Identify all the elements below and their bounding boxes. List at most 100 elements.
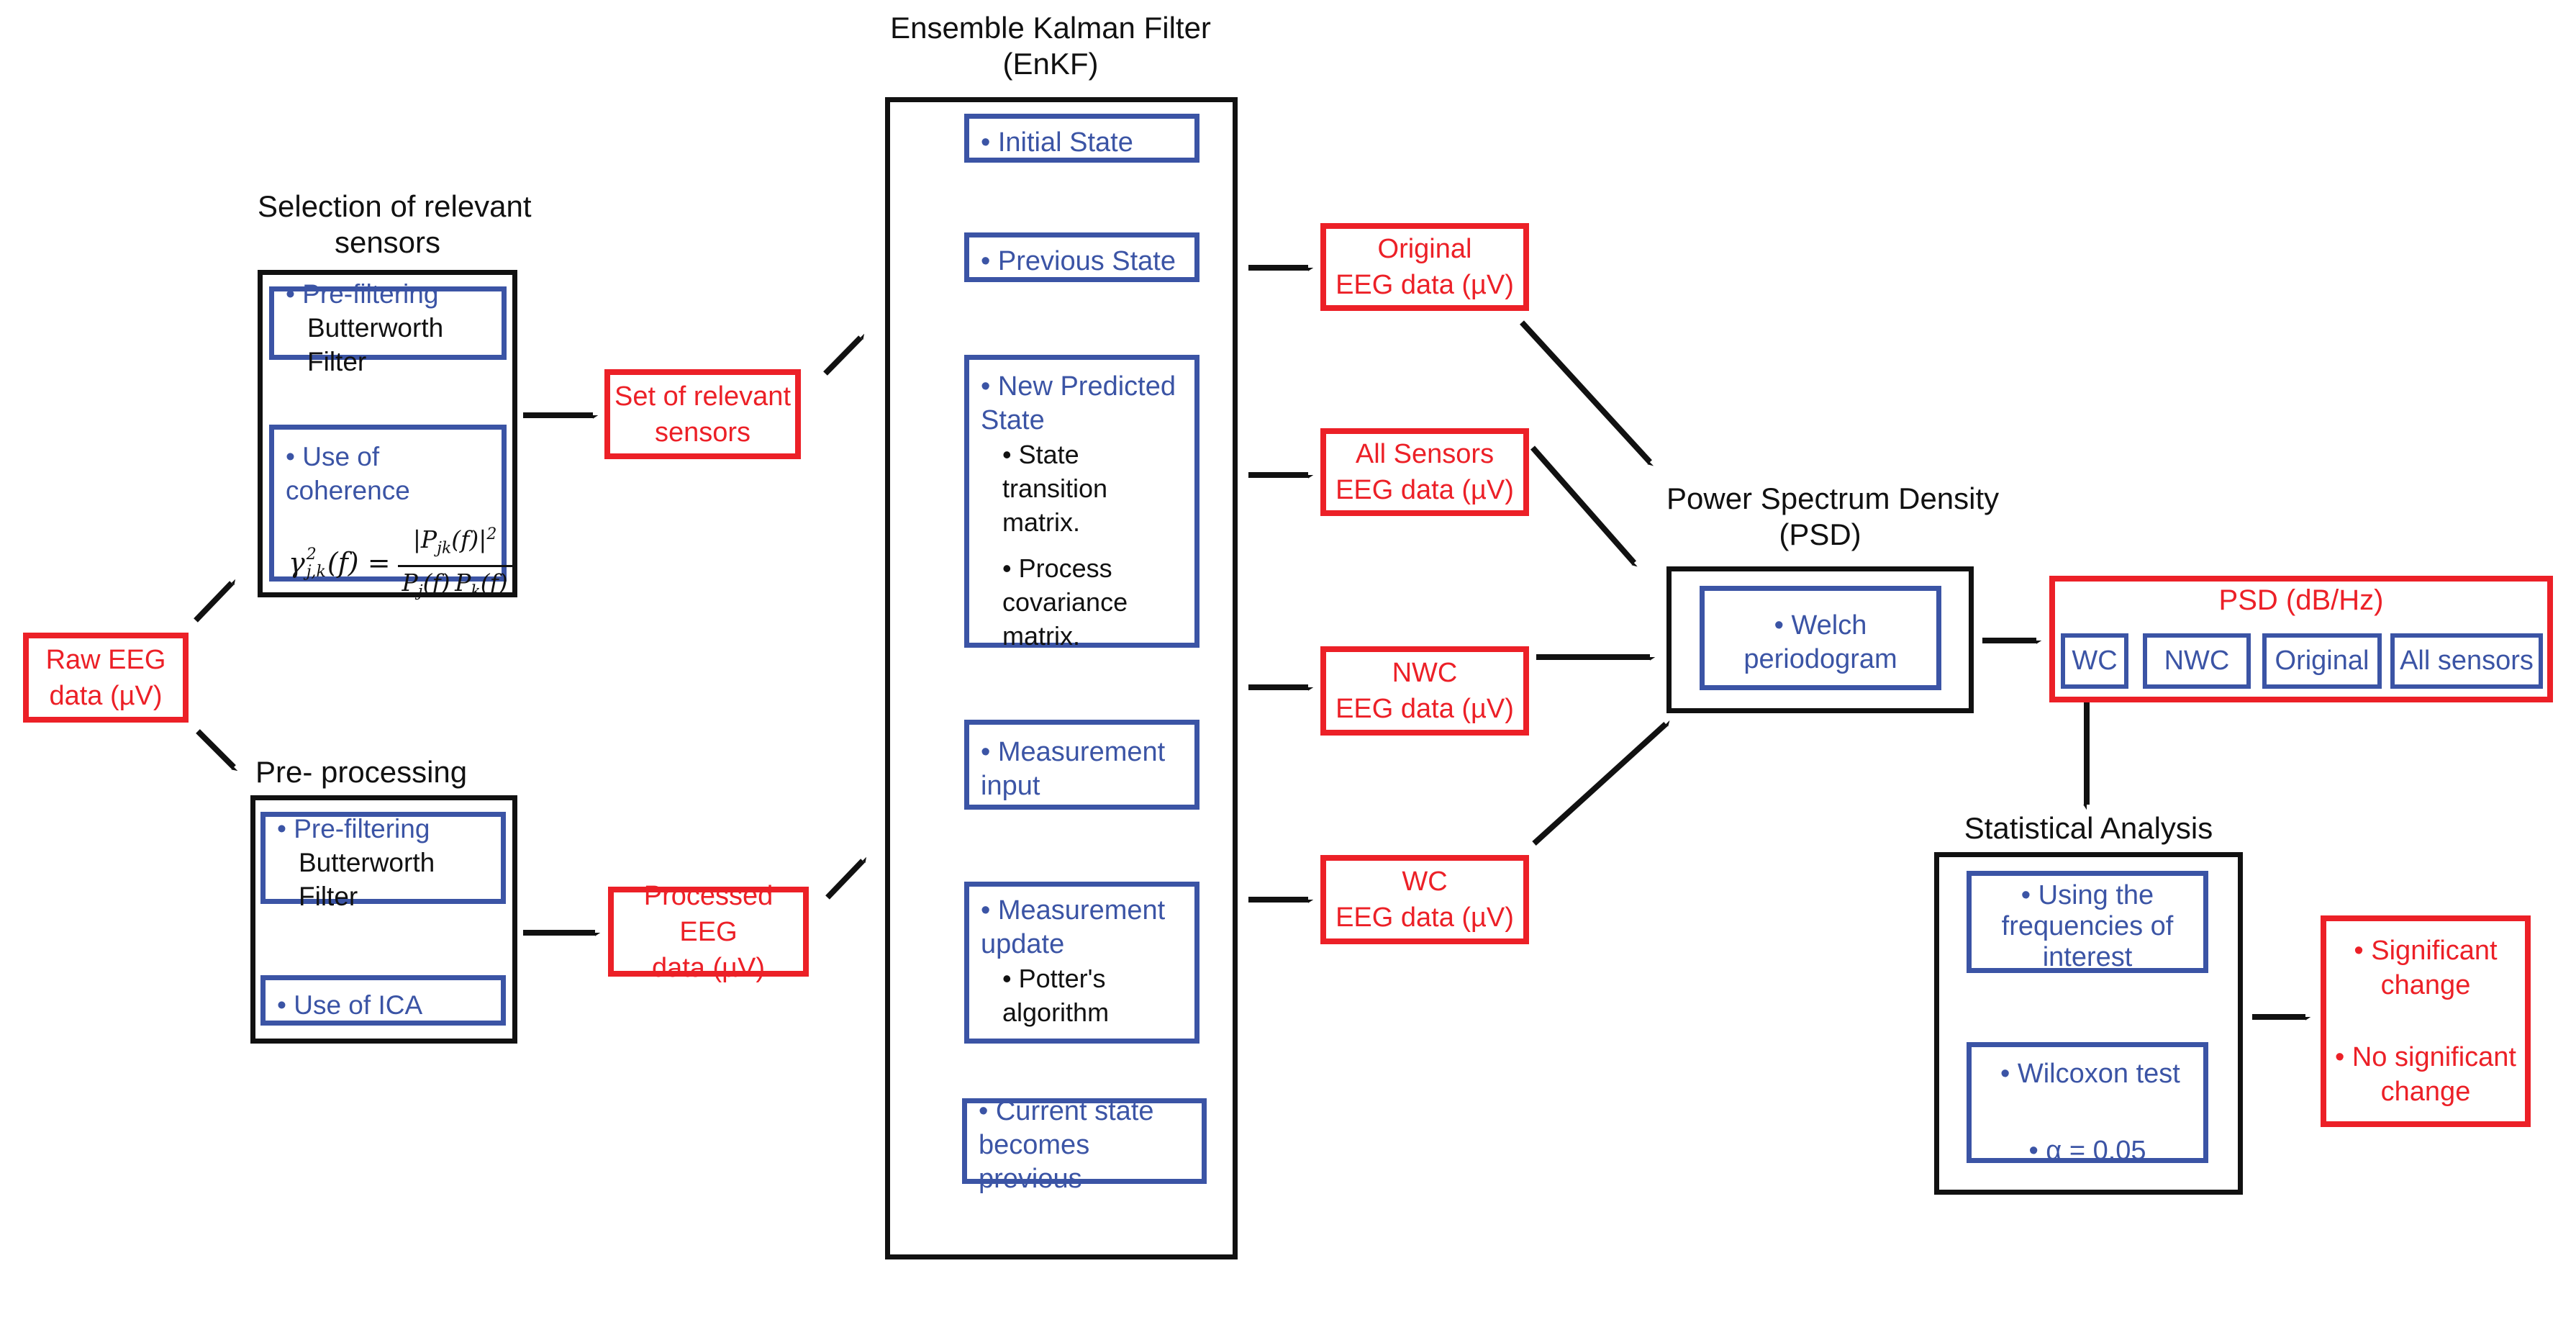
- welch-box: • Welch periodogram: [1700, 586, 1941, 690]
- arrow-allsensors-to-psd: [1530, 445, 1634, 563]
- enkf-title-line1: Ensemble Kalman Filter: [890, 11, 1211, 45]
- alpha-label: • α = 0.05: [2028, 1136, 2146, 1166]
- allsensors-line1: All Sensors: [1355, 439, 1495, 469]
- np-sub1b: matrix.: [1002, 507, 1080, 537]
- formula-arg: (f): [327, 547, 359, 579]
- selection-prefilter-sub: Butterworth Filter: [307, 312, 444, 376]
- np-sub1a: • State transition: [1002, 440, 1108, 503]
- np-line2: State: [981, 405, 1045, 435]
- selection-title-line2: sensors: [334, 225, 441, 259]
- np-sub2a: • Process: [1002, 553, 1112, 583]
- psd-chip-original-label: Original: [2275, 646, 2369, 676]
- nwc-line2: EEG data (µV): [1335, 694, 1514, 724]
- formula-fraction: |Pjk(f)|2 Pj(f) Pk(f): [397, 520, 512, 607]
- mi-line2: input: [981, 770, 1040, 801]
- raw-eeg-box: Raw EEG data (µV): [23, 633, 189, 723]
- result-line4: change: [2380, 1077, 2471, 1107]
- previous-state-label: • Previous State: [981, 246, 1176, 276]
- stats-title: Statistical Analysis: [1964, 811, 2213, 845]
- wilcoxon-label: • Wilcoxon test: [2000, 1059, 2180, 1089]
- enkf-title-line2: (EnKF): [1002, 47, 1099, 81]
- measurement-update-box: • Measurement update • Potter's algorith…: [964, 882, 1199, 1044]
- np-spacer: [981, 539, 1187, 551]
- result-box: • Significant change • No significant ch…: [2321, 915, 2531, 1127]
- mu-sub2: algorithm: [1002, 998, 1110, 1027]
- cs-line1: • Current state: [979, 1096, 1154, 1126]
- formula-num-open: |P: [412, 525, 437, 553]
- result-line3: • No significant: [2335, 1042, 2516, 1072]
- formula-equals: =: [367, 547, 391, 579]
- measurement-input-box: • Measurement input: [964, 720, 1199, 810]
- arrow-raw-to-preprocessing: [196, 729, 234, 767]
- enkf-section-box: [885, 97, 1238, 1259]
- formula-den-p2: P: [455, 568, 471, 597]
- result-line2: change: [2380, 970, 2471, 1000]
- preprocessing-prefilter-bullet: • Pre-filtering: [277, 813, 430, 843]
- processed-line1: Processed EEG: [643, 880, 774, 947]
- result-line1: • Significant: [2354, 936, 2498, 966]
- selection-title-line1: Selection of relevant: [258, 189, 532, 223]
- np-line1: • New Predicted: [981, 371, 1176, 402]
- freq-line1: • Using the: [2021, 879, 2154, 910]
- formula-num-sup: 2: [486, 525, 497, 543]
- formula-num-close: (f)|: [451, 525, 487, 553]
- nwc-eeg-box: NWC EEG data (µV): [1320, 646, 1529, 736]
- psd-chip-nwc: NWC: [2143, 633, 2251, 689]
- psd-title: Power Spectrum Density (PSD): [1666, 481, 1999, 553]
- allsensors-line2: EEG data (µV): [1335, 475, 1514, 505]
- raw-eeg-line1: Raw EEG: [45, 644, 166, 675]
- formula-den-sub2: k: [471, 582, 481, 601]
- formula-gamma-sup: 2: [306, 545, 317, 564]
- formula-num-sub: jk: [437, 539, 452, 558]
- allsensors-eeg-box: All Sensors EEG data (µV): [1320, 428, 1529, 516]
- ica-bullet: • Use of ICA: [277, 990, 423, 1020]
- psd-chip-allsensors-label: All sensors: [2400, 646, 2534, 676]
- processed-eeg-box: Processed EEG data (µV): [608, 881, 809, 983]
- preprocessing-title: Pre- processing: [255, 755, 468, 789]
- welch-line1: • Welch: [1774, 610, 1867, 641]
- initial-state-label: • Initial State: [981, 127, 1133, 158]
- preprocessing-prefilter-sub: Butterworth Filter: [299, 847, 435, 911]
- formula-den-arg2: (f): [480, 568, 508, 597]
- psd-title-line2: (PSD): [1779, 517, 1861, 551]
- arrow-original-to-psd: [1520, 320, 1650, 462]
- wc-eeg-box: WC EEG data (µV): [1320, 855, 1529, 944]
- set-of-relevant-box: Set of relevant sensors: [604, 369, 801, 459]
- freq-line3: interest: [2042, 941, 2133, 972]
- preprocessing-prefilter-box: • Pre-filtering Butterworth Filter: [260, 812, 506, 911]
- current-state-box: • Current state becomes previous: [962, 1096, 1207, 1194]
- formula-numerator: |Pjk(f)|2: [409, 520, 502, 565]
- enkf-title: Ensemble Kalman Filter (EnKF): [885, 10, 1216, 82]
- psd-chip-nwc-label: NWC: [2164, 646, 2230, 676]
- welch-line2: periodogram: [1743, 643, 1897, 674]
- wilcoxon-box: • Wilcoxon test • α = 0.05: [1967, 1042, 2208, 1166]
- formula-den-sub1: j: [417, 582, 423, 601]
- selection-prefilter-box: • Pre-filtering Butterworth Filter: [269, 279, 507, 376]
- psd-output-box: PSD (dB/Hz) WC NWC Original All sensors: [2049, 576, 2553, 702]
- selection-prefilter-bullet: • Pre-filtering: [286, 279, 439, 309]
- ica-box: • Use of ICA: [260, 975, 506, 1026]
- previous-state-box: • Previous State: [964, 232, 1199, 282]
- formula-gamma-sub: j,k: [306, 562, 326, 581]
- nwc-line1: NWC: [1392, 658, 1458, 688]
- formula-denominator: Pj(f) Pk(f): [397, 564, 512, 607]
- processed-line2: data (µV): [651, 952, 766, 983]
- mu-line2: update: [981, 929, 1065, 959]
- psd-chip-wc: WC: [2061, 633, 2128, 689]
- formula-gamma: γ: [289, 547, 305, 579]
- original-line1: Original: [1377, 234, 1472, 264]
- set-line1: Set of relevant: [614, 381, 792, 412]
- raw-eeg-line2: data (µV): [49, 680, 163, 711]
- mi-line1: • Measurement: [981, 736, 1166, 767]
- formula-den-arg1: (f): [422, 568, 450, 597]
- original-line2: EEG data (µV): [1335, 270, 1514, 300]
- cs-line2: becomes previous: [979, 1130, 1090, 1194]
- arrow-wc-to-psd: [1532, 724, 1666, 846]
- set-line2: sensors: [654, 417, 751, 448]
- formula-den-p1: P: [402, 568, 418, 597]
- coherence-bullet: • Use of coherence: [286, 442, 410, 505]
- original-eeg-box: Original EEG data (µV): [1320, 223, 1529, 311]
- arrow-raw-to-selection: [194, 583, 232, 623]
